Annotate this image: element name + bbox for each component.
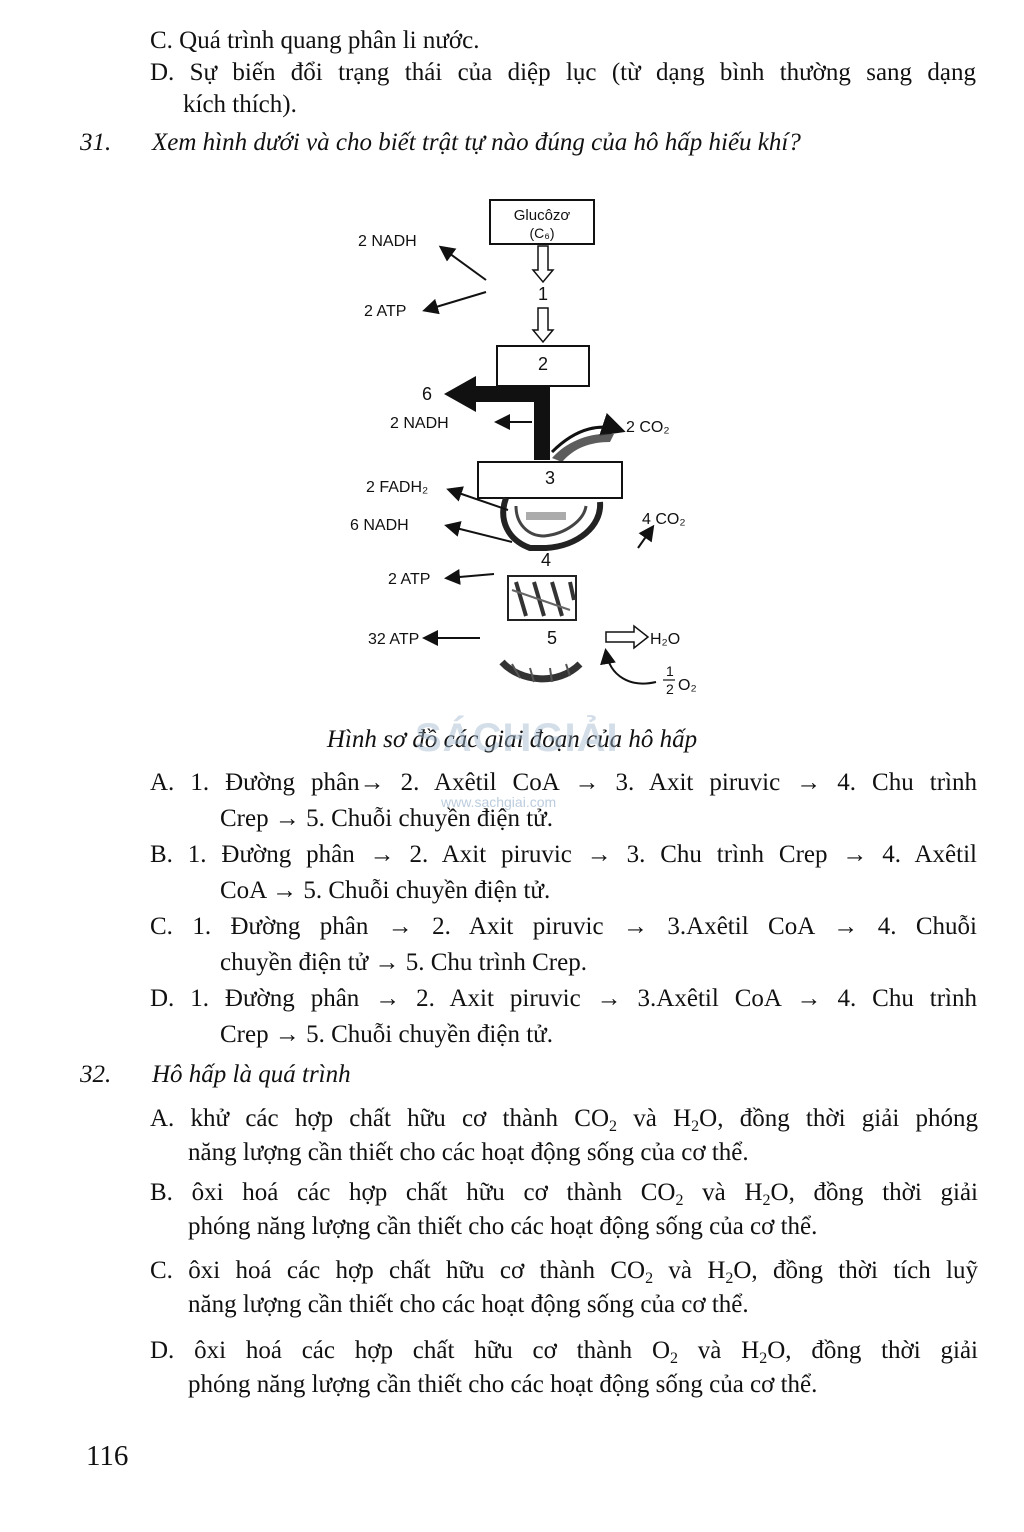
q32-option-a-line2: năng lượng cần thiết cho các hoạt động s…	[188, 1139, 749, 1166]
krebs-cycle-loop	[500, 496, 604, 551]
q31-option-b-line2: CoA → 5. Chuỗi chuyền điện tử.	[220, 877, 551, 904]
q32-option-a-line1: A. khử các hợp chất hữu cơ thành CO2 và …	[150, 1104, 979, 1135]
q32-a-mid: và H	[617, 1105, 692, 1132]
step-6-label: 6	[422, 384, 432, 404]
q32-option-d-line1: D. ôxi hoá các hợp chất hữu cơ thành O2 …	[150, 1336, 978, 1367]
arrow-to-h2o	[605, 624, 650, 650]
q32-d-post: O, đồng thời giải	[767, 1337, 978, 1364]
q32-a-post: O, đồng thời giải phóng	[699, 1105, 979, 1132]
arrow-atp-2b	[444, 568, 495, 585]
glucose-formula: (C₆)	[529, 225, 554, 241]
q32-option-c-line1: C. ôxi hoá các hợp chất hữu cơ thành CO2…	[150, 1256, 978, 1287]
arrow-fadh2	[446, 486, 509, 511]
co2-4-label: 4 CO₂	[642, 511, 686, 528]
h2o-label: H₂O	[650, 631, 680, 648]
question-31-prompt: Xem hình dưới và cho biết trật tự nào đú…	[152, 129, 801, 156]
q32-a-sub-co2: 2	[609, 1118, 618, 1135]
step-4-label: 4	[541, 550, 551, 570]
q31-option-d-line2: Crep → 5. Chuỗi chuyền điện tử.	[220, 1021, 553, 1048]
q32-b-mid: và H	[683, 1179, 763, 1206]
q32-b-sub-co2: 2	[675, 1192, 684, 1209]
arrow-atp-1	[422, 291, 487, 315]
q32-d-mid: và H	[678, 1337, 760, 1364]
q31-option-c-line2: chuyền điện tử → 5. Chu trình Crep.	[220, 949, 587, 976]
q32-option-d-line2: phóng năng lượng cần thiết cho các hoạt …	[188, 1371, 818, 1398]
prev-option-c: C. Quá trình quang phân li nước.	[150, 27, 480, 54]
prev-option-d-line1: D. Sự biến đổi trạng thái của diệp lục (…	[150, 59, 976, 86]
arrow-co2-2	[550, 412, 626, 454]
co2-2-label: 2 CO₂	[626, 419, 670, 436]
step-2-label: 2	[538, 354, 548, 374]
q32-c-sub-h2o: 2	[725, 1270, 734, 1287]
step-1-label: 1	[538, 284, 548, 304]
nadh-6-label: 6 NADH	[350, 517, 409, 534]
arrow-nadh-1	[438, 245, 487, 281]
fadh2-label: 2 FADH₂	[366, 479, 428, 496]
q32-b-post: O, đồng thời giải	[770, 1179, 978, 1206]
q32-d-sub-o2: 2	[670, 1350, 679, 1367]
o2-frac-num: 1	[666, 663, 674, 679]
arrow-co2-4	[637, 524, 655, 549]
q31-option-b-line1: B. 1. Đường phân → 2. Axit piruvic → 3. …	[150, 841, 977, 868]
q32-c-sub-co2: 2	[645, 1270, 654, 1287]
q32-d-pre: D. ôxi hoá các hợp chất hữu cơ thành O	[150, 1337, 671, 1364]
q32-option-b-line1: B. ôxi hoá các hợp chất hữu cơ thành CO2…	[150, 1178, 978, 1209]
o2-label: O₂	[678, 677, 697, 694]
atp-2a-label: 2 ATP	[364, 303, 406, 320]
step-3-label: 3	[545, 468, 555, 488]
atp-2b-label: 2 ATP	[388, 571, 430, 588]
page-number: 116	[86, 1440, 129, 1472]
q32-b-sub-h2o: 2	[762, 1192, 771, 1209]
arrow-o2	[600, 648, 657, 685]
etc-structure	[507, 575, 577, 621]
prev-option-d-line2: kích thích).	[183, 91, 297, 118]
nadh-2a-label: 2 NADH	[358, 233, 417, 250]
q32-c-post: O, đồng thời tích luỹ	[733, 1257, 978, 1284]
q31-option-d-line1: D. 1. Đường phân → 2. Axit piruvic → 3.A…	[150, 985, 977, 1012]
q32-option-b-line2: phóng năng lượng cần thiết cho các hoạt …	[188, 1213, 818, 1240]
glucose-box	[489, 199, 595, 245]
q32-c-mid: và H	[653, 1257, 726, 1284]
arrow-nadh-6	[444, 521, 513, 543]
q32-c-pre: C. ôxi hoá các hợp chất hữu cơ thành CO	[150, 1257, 646, 1284]
arrow-glucose-down	[531, 245, 555, 284]
question-32-number: 32.	[80, 1061, 112, 1088]
o2-frac-den: 2	[666, 681, 674, 697]
question-32-prompt: Hô hấp là quá trình	[152, 1061, 351, 1088]
bottom-membrane	[499, 659, 583, 683]
glucose-label: Glucôzơ	[514, 207, 571, 224]
thick-connector	[534, 386, 550, 460]
q32-b-pre: B. ôxi hoá các hợp chất hữu cơ thành CO	[150, 1179, 676, 1206]
diagram-caption: Hình sơ đồ các giai đoạn của hô hấp	[326, 726, 698, 753]
q31-option-c-line1: C. 1. Đường phân → 2. Axit piruvic → 3.A…	[150, 913, 977, 940]
q31-option-a-line2: Crep → 5. Chuỗi chuyền điện tử.	[220, 805, 553, 832]
nadh-2b-label: 2 NADH	[390, 415, 449, 432]
q32-a-sub-h2o: 2	[691, 1118, 700, 1135]
question-31-number: 31.	[80, 129, 112, 156]
q32-a-pre: A. khử các hợp chất hữu cơ thành CO	[150, 1105, 610, 1132]
q31-option-a-line1: A. 1. Đường phân→ 2. Axêtil CoA → 3. Axi…	[150, 769, 977, 796]
atp-32-label: 32 ATP	[368, 631, 419, 648]
q32-d-sub-h2o: 2	[759, 1350, 768, 1367]
arrow-to-box2	[531, 307, 555, 344]
step-5-label: 5	[547, 628, 557, 648]
q32-option-c-line2: năng lượng cần thiết cho các hoạt động s…	[188, 1291, 749, 1318]
respiration-stages-diagram: Glucôzơ (C₆) 1 2 NADH 2 ATP 2 6 2 NADH 2…	[350, 199, 697, 697]
big-arrow-6	[444, 376, 550, 412]
box-3	[477, 461, 623, 499]
